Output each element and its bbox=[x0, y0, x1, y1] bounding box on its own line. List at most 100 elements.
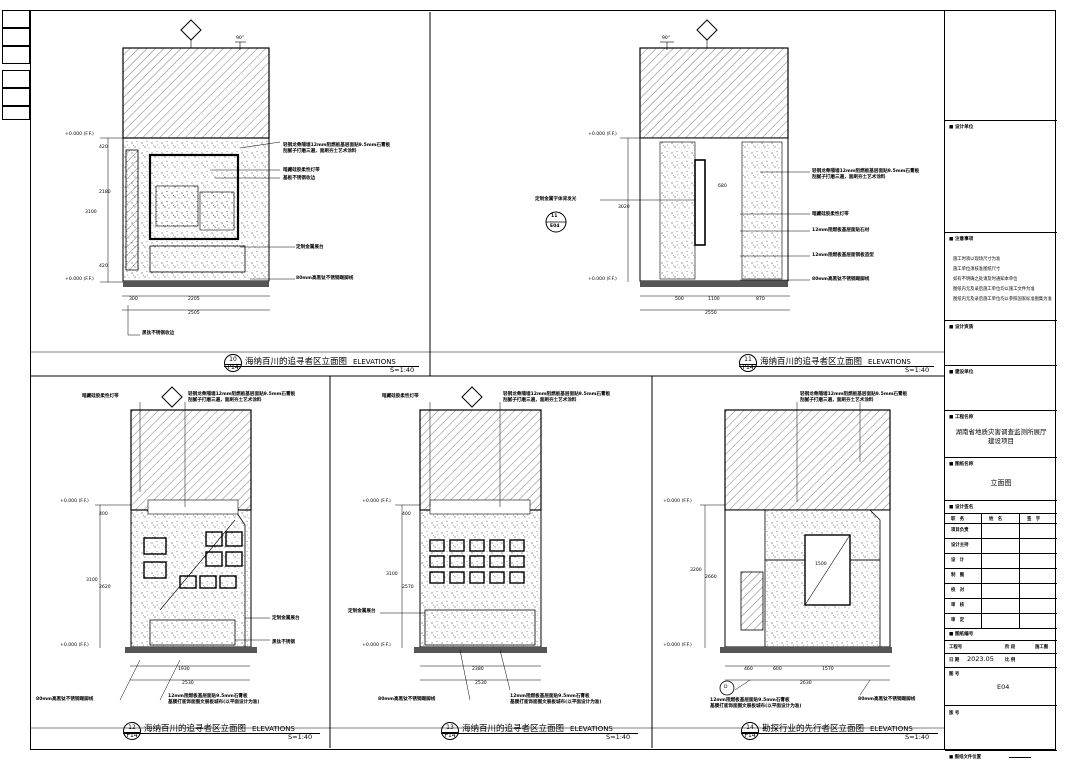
caption-scale-14: S=1:40 bbox=[905, 733, 930, 741]
tb-drawing-name: 立面图 bbox=[990, 479, 1012, 487]
tb-sign-header: 职 务 bbox=[951, 517, 965, 522]
dim-13-h0: 2380 bbox=[472, 667, 484, 672]
caption-scale-12: S=1:40 bbox=[288, 733, 313, 741]
elevation-11 bbox=[545, 19, 810, 311]
tb-stage-label: 阶 段 bbox=[1005, 645, 1016, 650]
elevation-14 bbox=[700, 402, 892, 696]
note-13-0: 暗藏硅胶柔性灯带 bbox=[382, 394, 419, 399]
dim-10-h1: 2205 bbox=[188, 297, 200, 302]
note-11-0: 轻钢龙骨隔墙12mm阻燃板基层面贴9.5mm石膏板 刮腻子打磨三遍，面刷夯土艺术… bbox=[812, 169, 920, 180]
note-12-3: 黑钛不锈钢 bbox=[272, 640, 295, 645]
level-mark: +0.000 (F.F.) bbox=[65, 132, 94, 137]
tb-drawing-heading: 图纸名称 bbox=[949, 461, 973, 467]
tb-sheet-label: 图 号 bbox=[949, 672, 960, 677]
note-11-3: 12mm阻燃板基层面贴石材 bbox=[812, 228, 870, 233]
tb-design-license: 设计资质 bbox=[949, 324, 973, 330]
tb-note: 如有不明确之处请及时通知本单位 bbox=[953, 277, 1018, 282]
stamp-cell bbox=[2, 28, 30, 46]
tb-note: 施工单位须核准图纸尺寸 bbox=[953, 267, 1001, 272]
dim-14-h3: 2630 bbox=[800, 681, 812, 686]
dim-11-h2: 870 bbox=[756, 297, 765, 302]
tb-construction: 建设单位 bbox=[949, 369, 973, 375]
tb-sign-role: 制 图 bbox=[951, 573, 965, 578]
note-11-4: 12mm阻燃板基层面钢板造型 bbox=[812, 253, 874, 258]
dim-10-h2: 2505 bbox=[188, 311, 200, 316]
dim-12-h1: 2530 bbox=[182, 681, 194, 686]
section-mark-number: 11 bbox=[551, 214, 558, 219]
dim-11-v1: 680 bbox=[718, 184, 727, 189]
tb-signature-heading: 设计签名 bbox=[949, 504, 973, 510]
note-12-5: 12mm阻燃板基层面贴9.5mm石膏板 基膜打底饰面图文展板城布(以平面设计为准… bbox=[168, 694, 260, 705]
tb-stage-value: 施工图 bbox=[1035, 645, 1049, 650]
note-14-1: 12mm阻燃板基层面贴9.5mm石膏板 基膜打底饰面图文展板城布(以平面设计为准… bbox=[710, 698, 802, 709]
dim-10-v0: 420 bbox=[99, 145, 108, 150]
tb-sign-role: 设计主持 bbox=[951, 543, 969, 548]
tb-drawing-no-heading: 图纸编号 bbox=[949, 631, 973, 637]
note-14-2: 80mm高黑钛不锈钢踢脚线 bbox=[858, 697, 916, 702]
note-11-1: 定制金属字体背发光 bbox=[535, 197, 577, 202]
tb-sign-header: 姓 名 bbox=[989, 517, 1003, 522]
tb-note: 图纸内无及录后施工单位均以施工文件为准 bbox=[953, 287, 1035, 292]
caption-rule bbox=[441, 733, 638, 734]
note-11-5: 80mm高黑钛不锈钢踢脚线 bbox=[812, 277, 870, 282]
level-mark: +0.000 (F.F.) bbox=[362, 499, 391, 504]
dim-14-v2: 1500 bbox=[815, 562, 827, 567]
dim-13-v1: 2570 bbox=[402, 585, 414, 590]
note-10-3: 定制金属展台 bbox=[296, 245, 324, 250]
note-13-3: 80mm高黑钛不锈钢踢脚线 bbox=[378, 697, 436, 702]
angle-mark: 90° bbox=[236, 36, 245, 41]
dim-11-h3: 2550 bbox=[705, 311, 717, 316]
tb-design-unit: 设计单位 bbox=[949, 124, 973, 130]
note-10-5: 黑钛不锈钢收边 bbox=[142, 331, 175, 336]
stamp-cell bbox=[2, 106, 30, 120]
title-block: 设计单位 注意事项 施工时须以现场尺寸为准 施工单位须核准图纸尺寸 如有不明确之… bbox=[944, 10, 1057, 760]
note-12-1: 轻钢龙骨隔墙12mm阻燃板基层面贴9.5mm石膏板 刮腻子打磨三遍，面刷夯土艺术… bbox=[188, 392, 296, 403]
note-12-0: 暗藏硅胶柔性灯带 bbox=[82, 394, 119, 399]
tb-project-name: 湖南省地质灾害调查监测所展厅 建设项目 bbox=[955, 428, 1047, 445]
dim-12-v1: 2620 bbox=[99, 585, 111, 590]
d-mark: D bbox=[724, 685, 728, 690]
dim-13-h1: 2530 bbox=[475, 681, 487, 686]
note-13-4: 12mm阻燃板基层面贴9.5mm石膏板 基膜打底饰面图文展板城布(以平面设计为准… bbox=[510, 694, 602, 705]
tb-sign-role: 项目负责 bbox=[951, 528, 969, 533]
drawing-sheet bbox=[30, 10, 1056, 750]
dim-12-h0: 1930 bbox=[178, 667, 190, 672]
dim-13-v0: 400 bbox=[402, 512, 411, 517]
elevation-13 bbox=[380, 386, 547, 701]
dim-12-v0: 400 bbox=[99, 512, 108, 517]
level-mark: +0.000 (F.F.) bbox=[60, 499, 89, 504]
caption-rule bbox=[741, 733, 938, 734]
dim-11-h0: 500 bbox=[675, 297, 684, 302]
dim-11-h1: 1100 bbox=[708, 297, 720, 302]
tb-sheet-value: E04 bbox=[997, 683, 1010, 691]
dim-10-v1: 2180 bbox=[99, 190, 111, 195]
caption-rule bbox=[739, 366, 934, 367]
dim-11-v0: 3020 bbox=[618, 205, 630, 210]
caption-scale-13: S=1:40 bbox=[606, 733, 631, 741]
dim-14-h2: 1570 bbox=[822, 667, 834, 672]
note-10-2: 基板不锈钢收边 bbox=[283, 176, 316, 181]
tb-notes-heading: 注意事项 bbox=[949, 236, 973, 242]
elevation-10 bbox=[100, 19, 295, 336]
dim-10-v2: 3100 bbox=[85, 210, 97, 215]
tb-sign-role: 审 定 bbox=[951, 618, 965, 623]
tb-sign-role: 校 对 bbox=[951, 588, 965, 593]
stamp-cell bbox=[2, 70, 30, 88]
caption-scale-10: S=1:40 bbox=[390, 366, 415, 374]
tb-scale-label: 比 例 bbox=[1005, 658, 1016, 663]
caption-rule bbox=[123, 733, 320, 734]
caption-rule bbox=[224, 366, 419, 367]
note-12-2: 定制金属展台 bbox=[272, 616, 300, 621]
tb-version-label: 版 号 bbox=[949, 711, 960, 716]
note-13-1: 轻钢龙骨隔墙12mm阻燃板基层面贴9.5mm石膏板 刮腻子打磨三遍，面刷夯土艺术… bbox=[503, 392, 611, 403]
tb-project-no: 工程号 bbox=[949, 645, 963, 650]
dim-14-h1: 600 bbox=[773, 667, 782, 672]
